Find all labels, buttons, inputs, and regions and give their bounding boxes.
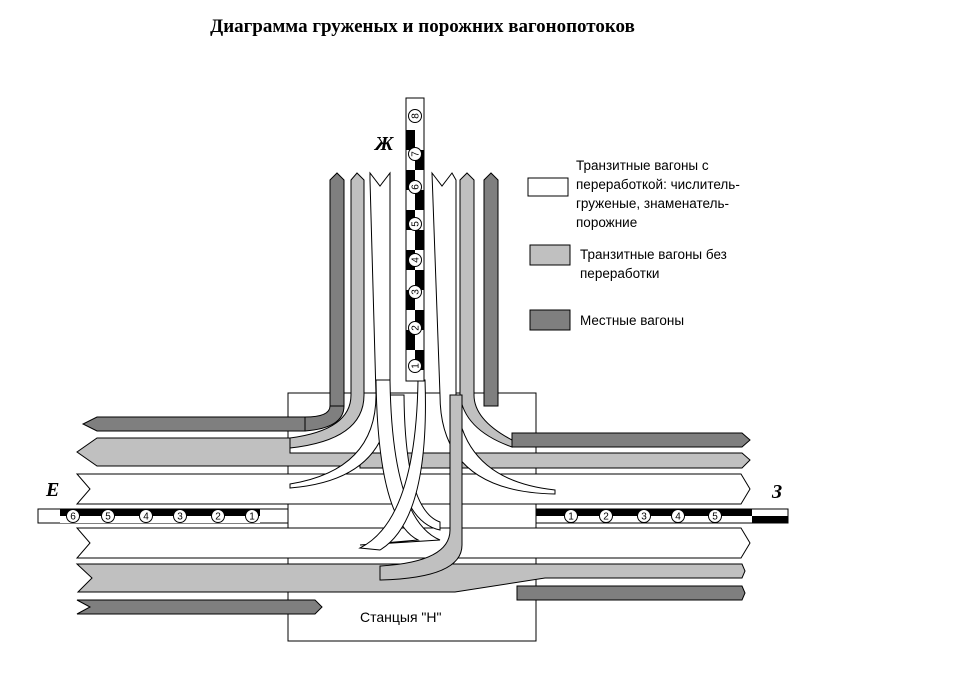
svg-text:2: 2 <box>603 512 609 523</box>
distance-mark: 5 <box>708 509 722 523</box>
legend-line: порожние <box>576 215 637 230</box>
distance-mark: 7 <box>408 147 422 161</box>
west-rail <box>37 508 289 524</box>
legend-line: переработкой: числитель- <box>576 177 740 192</box>
svg-text:3: 3 <box>641 512 647 523</box>
distance-mark: 4 <box>671 509 685 523</box>
legend-swatch-transit-through <box>529 244 571 266</box>
distance-mark: 5 <box>101 509 115 523</box>
svg-text:5: 5 <box>105 512 111 523</box>
flow-north-white-inner <box>359 379 441 546</box>
svg-text:7: 7 <box>411 151 422 157</box>
flow-west-local-lower <box>76 599 323 615</box>
svg-text:2: 2 <box>215 512 221 523</box>
direction-west: Е <box>45 479 59 501</box>
legend-swatch-local <box>529 309 571 331</box>
legend-line: переработки <box>580 266 659 281</box>
flow-east-local-lower <box>516 585 746 601</box>
svg-text:3: 3 <box>411 289 422 295</box>
legend-line: груженые, знаменатель- <box>576 196 729 211</box>
distance-mark: 3 <box>408 285 422 299</box>
svg-text:6: 6 <box>411 184 422 190</box>
legend-line: Местные вагоны <box>580 313 684 328</box>
distance-mark: 3 <box>637 509 651 523</box>
distance-mark: 3 <box>173 509 187 523</box>
flow-west-local-out <box>81 416 306 432</box>
svg-text:4: 4 <box>411 257 422 263</box>
legend-line: Транзитные вагоны без <box>580 247 727 262</box>
svg-text:1: 1 <box>411 363 422 369</box>
svg-text:4: 4 <box>675 512 681 523</box>
flow-north-local-curve <box>304 405 345 432</box>
station-label: Станцыя "Н" <box>360 609 442 625</box>
distance-mark: 6 <box>408 180 422 194</box>
direction-north: Ж <box>373 133 394 155</box>
svg-text:5: 5 <box>712 512 718 523</box>
flow-north-local-left <box>329 172 345 407</box>
legend-line: Транзитные вагоны с <box>576 158 709 173</box>
flow-north-local-right <box>483 172 499 407</box>
diagram-title: Диаграмма груженых и порожних вагонопото… <box>210 16 635 37</box>
flow-north-white-right2 <box>358 379 426 551</box>
svg-text:3: 3 <box>177 512 183 523</box>
direction-east: З <box>771 481 782 503</box>
distance-mark: 6 <box>66 509 80 523</box>
distance-mark: 1 <box>245 509 259 523</box>
distance-mark: 4 <box>408 253 422 267</box>
svg-text:6: 6 <box>70 512 76 523</box>
svg-text:2: 2 <box>411 325 422 331</box>
distance-mark: 2 <box>408 321 422 335</box>
legend-swatch-transit-processed <box>527 177 569 197</box>
svg-text:8: 8 <box>411 113 422 119</box>
flow-north-through-down <box>379 394 463 581</box>
distance-mark: 2 <box>599 509 613 523</box>
north-distance-marks: 1 2 3 4 5 6 7 8 <box>408 109 422 373</box>
distance-mark: 2 <box>211 509 225 523</box>
flow-west-through-out <box>76 437 361 467</box>
distance-mark: 8 <box>408 109 422 123</box>
legend: Транзитные вагоны с переработкой: числит… <box>527 158 740 331</box>
north-rail <box>405 97 425 382</box>
svg-text:5: 5 <box>411 221 422 227</box>
distance-mark: 4 <box>139 509 153 523</box>
distance-mark: 1 <box>564 509 578 523</box>
flow-east-local-in <box>511 432 751 448</box>
distance-mark: 1 <box>408 359 422 373</box>
flow-west-transit-processed <box>75 527 751 559</box>
flow-north-through-right <box>459 172 513 448</box>
svg-text:1: 1 <box>568 512 574 523</box>
svg-text:4: 4 <box>143 512 149 523</box>
east-distance-marks: 1 2 3 4 5 <box>564 509 722 523</box>
svg-text:1: 1 <box>249 512 255 523</box>
distance-mark: 5 <box>408 217 422 231</box>
west-distance-marks: 6 5 4 3 2 1 <box>66 509 259 523</box>
flow-north-through-left <box>289 172 365 449</box>
